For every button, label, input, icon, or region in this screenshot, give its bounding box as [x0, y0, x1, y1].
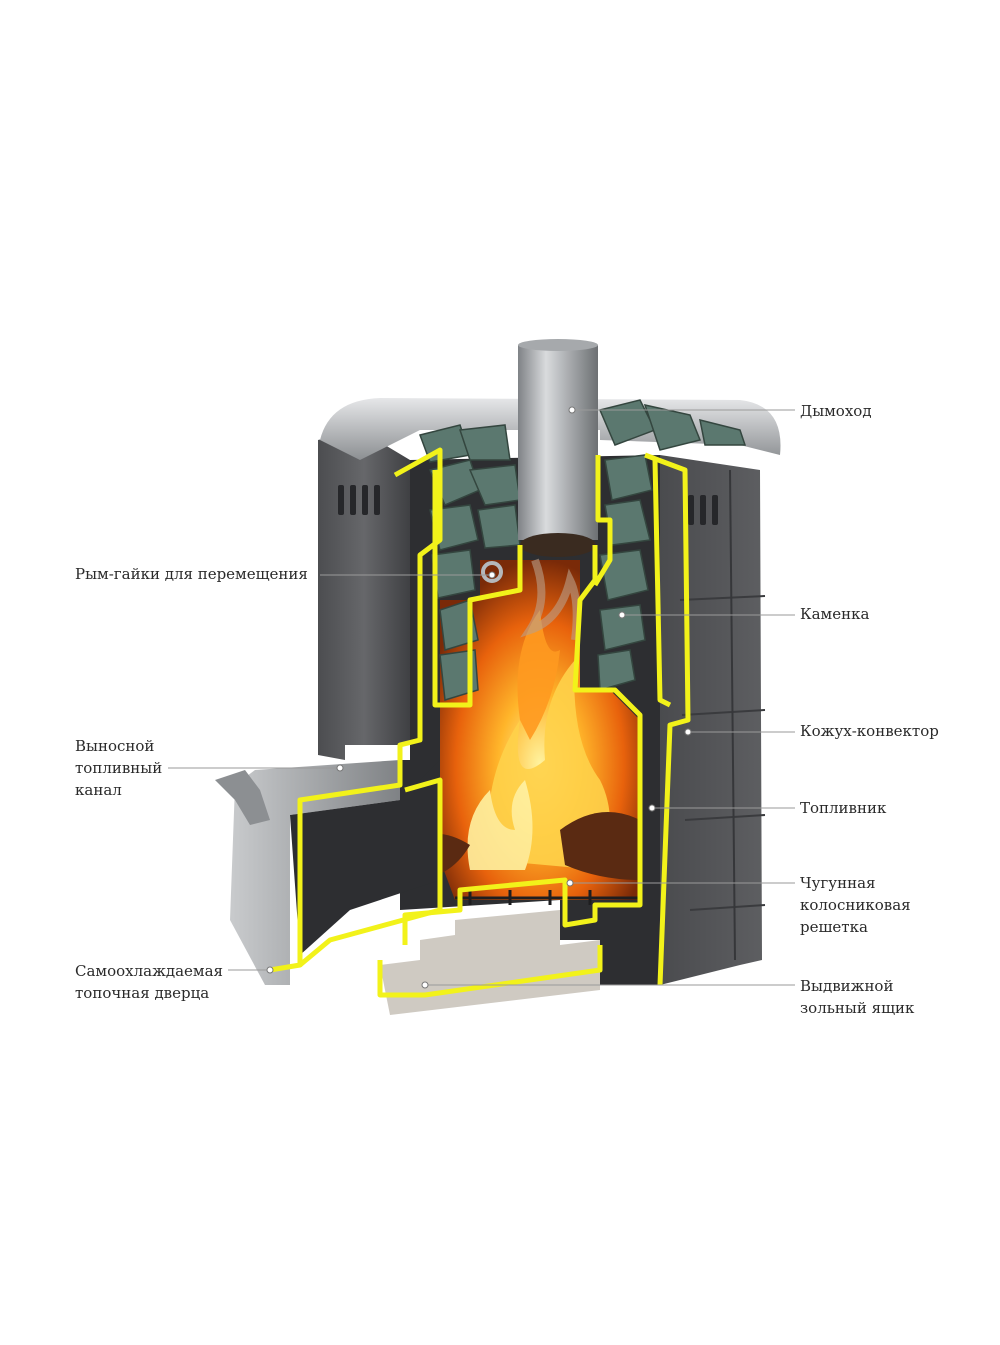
label-chimney: Дымоход	[800, 400, 872, 422]
label-ash-box-line-2: зольный ящик	[800, 999, 915, 1017]
label-grate: Чугунная колосниковая решетка	[800, 872, 911, 938]
casing-left-panel	[318, 430, 410, 760]
chimney-pipe	[518, 345, 598, 540]
grate	[455, 890, 640, 905]
label-casing-line-1: Кожух-конвектор	[800, 722, 939, 740]
label-fuel-channel-line-2: топливный	[75, 759, 163, 777]
label-stones: Каменка	[800, 603, 869, 625]
label-ash-box: Выдвижной зольный ящик	[800, 975, 914, 1019]
label-firebox: Топливник	[800, 797, 886, 819]
label-grate-line-3: решетка	[800, 918, 868, 936]
vent-slots-left	[338, 485, 380, 515]
door-handle	[215, 770, 270, 825]
label-door-line-1: Самоохлаждаемая	[75, 962, 224, 980]
leader-dots	[266, 406, 692, 989]
label-door-line-2: топочная дверца	[75, 984, 210, 1002]
label-firebox-line-1: Топливник	[800, 799, 887, 817]
label-door: Самоохлаждаемая топочная дверца	[75, 960, 223, 1004]
fuel-channel	[230, 760, 400, 985]
fuel-channel-inner	[290, 760, 440, 955]
ash-box	[380, 910, 600, 1015]
label-ash-box-line-1: Выдвижной	[800, 977, 894, 995]
label-casing: Кожух-конвектор	[800, 720, 939, 742]
label-fuel-channel-line-3: канал	[75, 781, 122, 799]
label-stones-line-1: Каменка	[800, 605, 870, 623]
smoke	[520, 558, 581, 641]
label-fuel-channel-line-1: Выносной	[75, 737, 155, 755]
label-grate-line-1: Чугунная	[800, 874, 876, 892]
label-chimney-line-1: Дымоход	[800, 402, 872, 420]
vent-slots-right	[688, 495, 718, 525]
label-eye-nuts-line-1: Рым-гайки для перемещения	[75, 565, 308, 583]
eye-nut	[481, 561, 503, 583]
label-fuel-channel: Выносной топливный канал	[75, 735, 162, 801]
chimney-bottom-opening	[520, 533, 596, 557]
label-eye-nuts: Рым-гайки для перемещения	[75, 563, 308, 585]
flames	[467, 610, 610, 870]
leader-lines	[168, 409, 795, 986]
casing-right-ribs	[679, 595, 766, 911]
casing-right-seam	[729, 469, 736, 961]
cutaway-outlines	[269, 447, 691, 998]
label-grate-line-2: колосниковая	[800, 896, 911, 914]
chimney-top	[518, 339, 598, 351]
